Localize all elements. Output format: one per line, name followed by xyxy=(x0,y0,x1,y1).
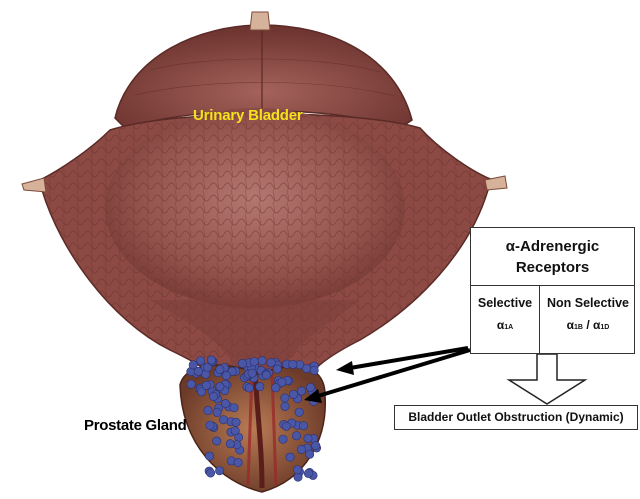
prostate-label: Prostate Gland xyxy=(84,417,187,434)
receptor-dot xyxy=(234,458,242,466)
receptor-title-line1: α-Adrenergic xyxy=(471,236,634,257)
receptor-title-line2: Receptors xyxy=(471,257,634,278)
receptor-dot xyxy=(204,406,212,414)
receptor-dot xyxy=(304,469,312,477)
receptor-dot xyxy=(295,408,303,416)
receptor-dot xyxy=(258,357,266,365)
left-ureter xyxy=(22,178,46,192)
receptor-dot xyxy=(310,366,318,374)
receptor-dot xyxy=(206,421,214,429)
receptor-dot xyxy=(222,371,230,379)
receptor-dot xyxy=(289,360,297,368)
receptor-dot xyxy=(256,382,264,390)
receptor-dot xyxy=(248,369,256,377)
receptor-dot xyxy=(226,440,234,448)
receptor-dot xyxy=(245,384,253,392)
receptor-dot xyxy=(272,384,280,392)
selective-subtype: α1A xyxy=(471,318,539,332)
receptor-dot xyxy=(238,359,246,367)
bladder-body xyxy=(30,108,500,392)
receptor-divider xyxy=(471,285,634,286)
receptor-dot xyxy=(231,427,239,435)
receptor-dot xyxy=(209,392,217,400)
receptor-dot xyxy=(312,441,320,449)
arrows xyxy=(304,348,585,404)
receptor-dot xyxy=(306,450,314,458)
receptor-dot xyxy=(289,390,297,398)
receptor-dot xyxy=(281,402,289,410)
receptor-dot xyxy=(293,466,301,474)
receptor-dot xyxy=(207,356,215,364)
receptor-dot xyxy=(230,404,238,412)
receptor-dot xyxy=(297,387,305,395)
urachus xyxy=(250,12,270,30)
receptor-dot xyxy=(279,435,287,443)
receptor-dot xyxy=(187,380,195,388)
bladder-label: Urinary Bladder xyxy=(193,107,303,124)
receptor-dot xyxy=(202,381,210,389)
receptor-dot xyxy=(221,399,229,407)
receptor-box: α-Adrenergic Receptors Selective Non Sel… xyxy=(470,227,635,354)
nonselective-heading: Non Selective xyxy=(540,296,636,310)
receptor-dot xyxy=(304,434,312,442)
receptor-dot xyxy=(282,422,290,430)
down-arrow xyxy=(509,354,585,404)
selective-heading: Selective xyxy=(471,296,539,310)
receptor-dot xyxy=(219,416,227,424)
nonselective-subtypes: α1B / α1D xyxy=(540,318,636,332)
receptor-dot xyxy=(216,382,224,390)
receptor-dot xyxy=(273,365,281,373)
outlet-obstruction-box: Bladder Outlet Obstruction (Dynamic) xyxy=(394,405,638,430)
receptor-dot xyxy=(206,469,214,477)
receptor-dot xyxy=(292,432,300,440)
receptor-dot xyxy=(215,467,223,475)
receptor-dot xyxy=(205,452,213,460)
receptor-dot xyxy=(281,394,289,402)
receptor-dot xyxy=(306,383,314,391)
receptor-dot xyxy=(213,437,221,445)
receptor-dot xyxy=(194,367,202,375)
receptor-dot xyxy=(232,418,240,426)
receptor-dot xyxy=(297,445,305,453)
receptor-dot xyxy=(213,408,221,416)
receptor-dot xyxy=(267,359,275,367)
receptor-dot xyxy=(216,365,224,373)
receptor-dot xyxy=(196,357,204,365)
receptor-dot xyxy=(299,422,307,430)
receptor-title: α-Adrenergic Receptors xyxy=(471,236,634,278)
receptor-dot xyxy=(286,453,294,461)
receptor-dot xyxy=(250,358,258,366)
receptor-dot xyxy=(262,371,270,379)
